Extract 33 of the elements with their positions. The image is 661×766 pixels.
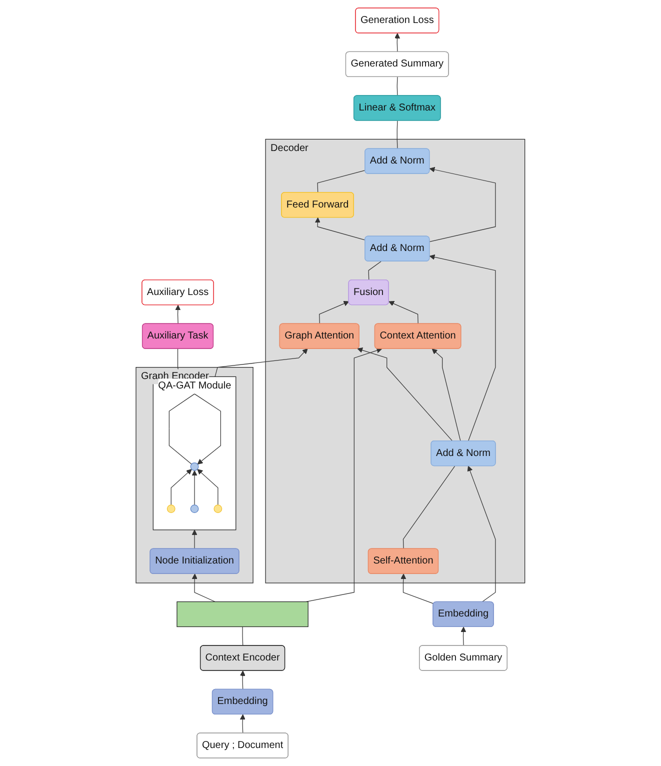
arrow (357, 348, 453, 442)
node-circle (167, 504, 176, 514)
arrow (240, 670, 246, 690)
arrow (460, 626, 466, 646)
node-bar (176, 601, 308, 628)
arrow (192, 574, 216, 602)
connector (396, 120, 398, 150)
arrow (192, 530, 198, 549)
connector (242, 626, 244, 646)
node-circle (190, 462, 199, 471)
arrow (170, 469, 192, 506)
arrow (214, 348, 308, 378)
arrow (319, 300, 350, 324)
arrow (306, 348, 382, 602)
arrow (168, 394, 222, 464)
node-circle (214, 504, 222, 514)
arrow (400, 574, 434, 604)
arrow (394, 33, 400, 52)
arrow (429, 166, 496, 242)
node-circle (190, 504, 199, 514)
arrow (175, 304, 181, 324)
connector (317, 170, 366, 193)
arrow (467, 466, 496, 602)
connector (403, 466, 456, 550)
connector (396, 76, 398, 96)
arrow (197, 469, 218, 506)
arrow (388, 301, 418, 324)
arrow (430, 254, 496, 442)
connector (368, 261, 382, 280)
arrow (240, 714, 246, 734)
arrow (315, 217, 366, 240)
arrow (192, 470, 198, 506)
arrow (432, 348, 461, 442)
